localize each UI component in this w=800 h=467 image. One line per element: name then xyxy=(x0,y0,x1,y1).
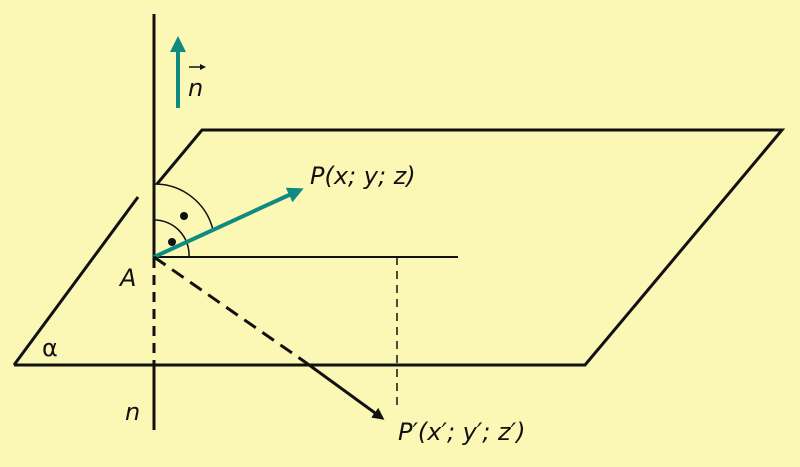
vector-ap-prime-dashed xyxy=(153,255,306,364)
label-line-n: n xyxy=(125,398,140,426)
normal-vector-overarrow-head xyxy=(200,64,206,70)
vector-ap-prime-solid xyxy=(304,360,385,420)
angle-dot-lower xyxy=(168,238,176,246)
plane-alpha-left-edge xyxy=(12,196,140,366)
angle-arc-outer xyxy=(153,183,214,231)
label-point-a: A xyxy=(118,264,136,292)
angle-dot-upper xyxy=(180,212,188,220)
label-normal-vector: n xyxy=(188,74,203,102)
label-point-p: P(x; y; z) xyxy=(310,162,416,190)
angle-arc-inner xyxy=(153,219,190,258)
plane-alpha-outline xyxy=(14,128,786,367)
vector-ap xyxy=(153,187,304,259)
label-point-p-prime: P′(x′; y′; z′) xyxy=(398,418,525,446)
label-plane-alpha: α xyxy=(42,334,58,362)
